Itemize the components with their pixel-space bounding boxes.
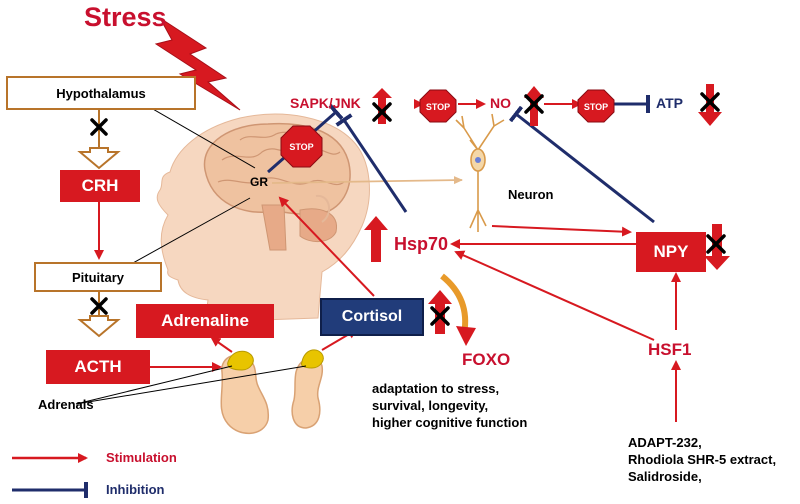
line-pituitary-brain <box>123 197 251 269</box>
cross-icon-cortisol <box>430 306 450 326</box>
up-arrow-hsp70 <box>364 216 388 262</box>
outcome-line: adaptation to stress, <box>372 381 500 396</box>
node-npy: NPY <box>636 232 706 272</box>
stop-sign-no-atp: STOP <box>577 89 615 123</box>
label-gr: GR <box>250 175 268 189</box>
node-hsp70: Hsp70 <box>394 234 449 254</box>
outcomes-text: adaptation to stress, survival, longevit… <box>372 380 527 431</box>
inhibition-npy-no <box>508 105 655 224</box>
label-neuron: Neuron <box>508 187 554 202</box>
arrow-neuron-npy <box>491 225 632 237</box>
node-no: NO <box>490 95 511 111</box>
svg-text:STOP: STOP <box>426 102 450 112</box>
line-adrenals-left <box>75 365 233 405</box>
adaptogen-line: Rhodiola SHR-5 extract, <box>628 452 777 467</box>
stop-sign-gr: STOP <box>280 125 323 168</box>
arrow-brain-neuron <box>271 176 463 185</box>
head-silhouette <box>156 113 370 323</box>
node-foxo: FOXO <box>462 350 511 369</box>
cross-icon-hypothalamus <box>90 118 108 136</box>
adaptogens-text: ADAPT-232, Rhodiola SHR-5 extract, Salid… <box>628 434 776 485</box>
up-arrow-sapk <box>372 88 392 124</box>
cross-icon-no <box>524 94 544 114</box>
arrow-adrenals-adrenaline <box>210 336 233 353</box>
up-arrow-cortisol <box>428 290 452 334</box>
adaptogen-line: ADAPT-232, <box>628 435 702 450</box>
svg-text:STOP: STOP <box>289 142 313 152</box>
adrenal-gland-left <box>227 350 254 371</box>
lightning-bolt-icon <box>154 17 241 111</box>
cross-icon-atp <box>700 92 720 112</box>
node-pituitary: Pituitary <box>34 262 162 292</box>
node-cortisol: Cortisol <box>320 298 424 336</box>
cross-icon-npy <box>706 234 726 254</box>
node-adrenaline: Adrenaline <box>136 304 274 338</box>
node-hsf1: HSF1 <box>648 340 692 359</box>
cross-icon-sapk <box>372 102 392 122</box>
neuron-illustration <box>455 113 505 232</box>
down-arrow-atp <box>698 84 722 126</box>
hpa-arrow-pituitary-acth <box>77 315 121 338</box>
legend-inhibition-label: Inhibition <box>106 482 165 497</box>
cross-icon-pituitary <box>90 297 108 315</box>
kidneys-illustration <box>220 349 324 434</box>
adrenal-gland-right <box>301 349 324 369</box>
legend-stimulation-label: Stimulation <box>106 450 177 465</box>
adaptogen-line: Salidroside, <box>628 469 702 484</box>
node-crh: CRH <box>60 170 140 202</box>
diagram-title: Stress <box>84 2 167 32</box>
arrow-hsf1-hsp70 <box>454 250 655 341</box>
node-hypothalamus: Hypothalamus <box>6 76 196 110</box>
arrow-hsp70-foxo <box>440 273 469 335</box>
arrow-cortisol-gr <box>278 196 375 297</box>
stop-sign-sapk-no: STOP <box>419 89 457 123</box>
label-adrenals: Adrenals <box>38 397 94 412</box>
outcome-line: survival, longevity, <box>372 398 489 413</box>
svg-text:STOP: STOP <box>584 102 608 112</box>
node-acth: ACTH <box>46 350 150 384</box>
outcome-line: higher cognitive function <box>372 415 528 430</box>
node-sapk-jnk: SAPK/JNK <box>290 95 361 111</box>
inhibition-hsp70-sapk <box>335 113 408 213</box>
line-adrenals-right <box>75 365 307 405</box>
node-atp: ATP <box>656 95 683 111</box>
hpa-arrow-hypothalamus-crh <box>77 147 121 170</box>
